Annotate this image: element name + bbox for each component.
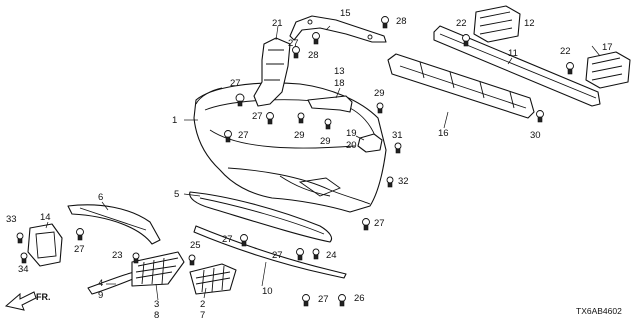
callout-22-right: 22 xyxy=(560,46,571,57)
callout-27-a: 27 xyxy=(230,78,241,89)
fastener-clip[interactable] xyxy=(386,176,394,188)
callout-3: 3 xyxy=(154,299,159,310)
leader-lines xyxy=(45,25,601,301)
fastener-bolt[interactable] xyxy=(16,232,24,244)
fastener-bolt[interactable] xyxy=(566,62,574,75)
callout-31: 31 xyxy=(392,130,403,141)
fastener-clip[interactable] xyxy=(362,218,370,231)
callout-28-b: 28 xyxy=(308,50,319,61)
callout-27-f: 27 xyxy=(222,234,233,245)
callout-27-g: 27 xyxy=(272,250,283,261)
callout-11: 11 xyxy=(508,48,518,59)
fastener-clip[interactable] xyxy=(240,234,248,247)
fastener-clip[interactable] xyxy=(235,93,245,107)
lower-grille-frame[interactable] xyxy=(67,204,161,245)
callout-32: 32 xyxy=(398,176,409,187)
callout-10: 10 xyxy=(262,286,273,297)
fastener-clip[interactable] xyxy=(188,254,196,266)
fastener-clip[interactable] xyxy=(312,32,320,45)
callout-30: 30 xyxy=(530,130,541,141)
callout-12: 12 xyxy=(524,18,535,29)
crush-box-right[interactable] xyxy=(585,51,631,89)
fastener-clip[interactable] xyxy=(266,112,274,125)
callout-34: 34 xyxy=(18,264,29,275)
callout-27-b: 27 xyxy=(252,111,263,122)
front-arrow-icon xyxy=(4,291,37,311)
callout-22-left: 22 xyxy=(456,18,467,29)
front-direction-indicator: FR. xyxy=(4,291,51,311)
callout-27-d: 27 xyxy=(288,38,299,49)
fastener-clip[interactable] xyxy=(376,102,384,114)
callout-29-b: 29 xyxy=(294,130,305,141)
front-direction-label: FR. xyxy=(36,292,51,302)
fastener-bolt[interactable] xyxy=(536,110,544,123)
callout-6: 6 xyxy=(98,192,103,203)
callout-9: 9 xyxy=(98,290,103,301)
callout-27-i: 27 xyxy=(318,294,329,305)
front-bumper-face[interactable] xyxy=(193,82,387,213)
headlight-bracket[interactable] xyxy=(307,95,353,113)
callout-13: 13 xyxy=(334,66,345,77)
callout-27-c: 27 xyxy=(238,130,249,141)
callout-15: 15 xyxy=(340,8,351,19)
grille-mesh-right[interactable] xyxy=(189,263,237,295)
fastener-clip[interactable] xyxy=(224,130,232,143)
fastener-clip[interactable] xyxy=(132,252,140,264)
energy-absorber[interactable] xyxy=(387,53,535,119)
callout-21: 21 xyxy=(272,18,283,29)
callout-labels: 1 2 7 3 8 4 9 5 6 10 11 12 13 18 14 15 1… xyxy=(6,8,613,320)
fastener-clip[interactable] xyxy=(324,118,332,130)
lower-lip-strip[interactable] xyxy=(193,225,347,279)
callout-33: 33 xyxy=(6,214,17,225)
callout-26: 26 xyxy=(354,293,365,304)
diagram-code: TX6AB4602 xyxy=(576,306,622,316)
callout-25: 25 xyxy=(190,240,201,251)
side-mount-bracket[interactable] xyxy=(357,133,383,153)
fastener-clip[interactable] xyxy=(394,142,402,154)
callout-4: 4 xyxy=(98,278,103,289)
callout-29-a: 29 xyxy=(374,88,385,99)
callout-23: 23 xyxy=(112,250,123,261)
fastener-clip[interactable] xyxy=(338,294,346,307)
fastener-clip[interactable] xyxy=(296,248,304,261)
callout-24: 24 xyxy=(326,250,337,261)
callout-29-c: 29 xyxy=(320,136,331,147)
callout-16: 16 xyxy=(438,128,449,139)
callout-17: 17 xyxy=(602,42,613,53)
fastener-clip[interactable] xyxy=(312,248,320,260)
fog-light-bezel[interactable] xyxy=(27,223,63,267)
callout-19: 19 xyxy=(346,128,357,139)
callout-5: 5 xyxy=(174,189,179,200)
callout-14: 14 xyxy=(40,212,51,223)
callout-7: 7 xyxy=(200,310,205,320)
fastener-clip[interactable] xyxy=(297,112,305,124)
side-spacer-bracket[interactable] xyxy=(253,37,291,107)
fastener-clip[interactable] xyxy=(76,228,84,241)
callout-27-h: 27 xyxy=(374,218,385,229)
fastener-clip[interactable] xyxy=(302,294,310,307)
callout-28-a: 28 xyxy=(396,16,407,27)
upper-bracket[interactable] xyxy=(289,15,387,43)
callout-8: 8 xyxy=(154,310,159,320)
callout-20: 20 xyxy=(346,140,357,151)
fastener-bolt[interactable] xyxy=(20,252,28,264)
lower-under-cover[interactable] xyxy=(189,191,333,243)
callout-18: 18 xyxy=(334,78,345,89)
crush-box-left[interactable] xyxy=(473,5,521,43)
callout-2: 2 xyxy=(200,299,205,310)
fastener-clip[interactable] xyxy=(381,16,389,29)
grille-mesh-left[interactable] xyxy=(131,251,185,287)
fastener-clip[interactable] xyxy=(292,46,300,59)
callout-1: 1 xyxy=(172,115,177,126)
fastener-bolt[interactable] xyxy=(462,34,470,47)
callout-27-e: 27 xyxy=(74,244,85,255)
